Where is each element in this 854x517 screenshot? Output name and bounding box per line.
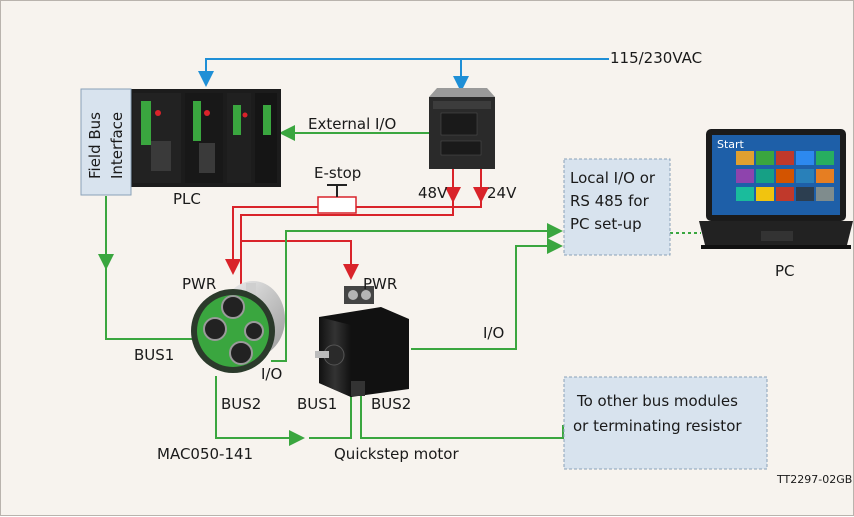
plc-label: PLC xyxy=(173,190,201,208)
local-io-line2: RS 485 for xyxy=(570,192,649,210)
pwr-right-label: PWR xyxy=(363,275,398,293)
estop-switch xyxy=(317,184,357,214)
io-left-label: I/O xyxy=(261,365,283,383)
voltage-48v-label: 48V xyxy=(418,184,448,202)
bus1-left-label: BUS1 xyxy=(134,346,175,364)
mac050-label: MAC050-141 xyxy=(157,445,254,463)
drawing-code-label: TT2297-02GB xyxy=(777,473,853,486)
io-right-label: I/O xyxy=(483,324,505,342)
mac050-motor xyxy=(191,281,285,373)
bus2-right-label: BUS2 xyxy=(371,395,412,413)
bus-wiring xyxy=(98,125,701,446)
field-bus-label: Field Bus xyxy=(86,111,104,179)
power-supply-unit xyxy=(429,88,495,169)
bus1-right-label: BUS1 xyxy=(297,395,338,413)
other-modules-line1: To other bus modules xyxy=(577,392,738,410)
local-io-line1: Local I/O or xyxy=(570,169,656,187)
other-bus-modules-box xyxy=(563,376,768,470)
quickstep-label: Quickstep motor xyxy=(334,445,459,463)
local-io-line3: PC set-up xyxy=(570,215,642,233)
quickstep-motor xyxy=(315,286,409,397)
bus2-left-label: BUS2 xyxy=(221,395,262,413)
local-io-box xyxy=(563,158,671,256)
mains-wiring xyxy=(198,58,609,92)
laptop-pc xyxy=(699,129,853,249)
pwr-left-label: PWR xyxy=(182,275,217,293)
field-bus-interface-label: Interface xyxy=(108,111,126,179)
external-io-label: External I/O xyxy=(308,115,397,133)
pc-label: PC xyxy=(775,262,795,280)
voltage-24v-label: 24V xyxy=(487,184,517,202)
mains-voltage-label: 115/230VAC xyxy=(610,49,703,67)
field-bus-interface-box xyxy=(80,88,132,196)
laptop-start-text: Start xyxy=(717,138,744,151)
estop-label: E-stop xyxy=(314,164,362,182)
other-modules-line2: or terminating resistor xyxy=(573,417,742,435)
power-wiring xyxy=(225,169,489,331)
